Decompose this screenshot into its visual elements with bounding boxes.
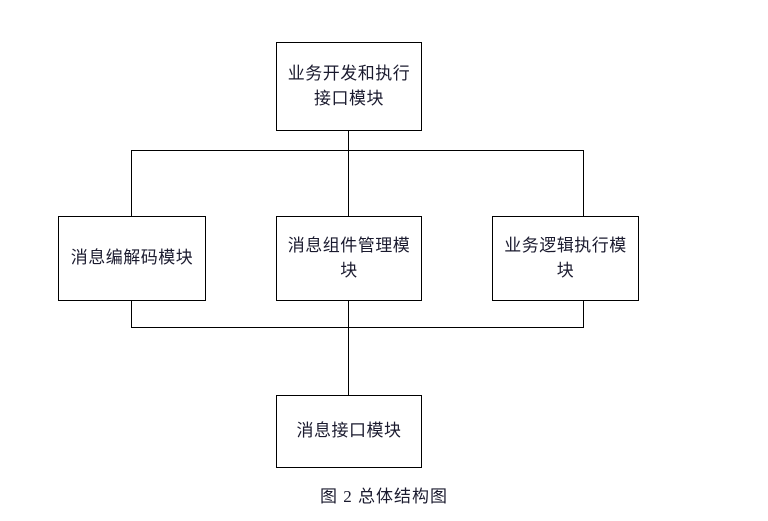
block-label: 消息编解码模块 (70, 248, 194, 268)
block-message-codec-module: 消息编解码模块 (58, 216, 206, 301)
block-business-logic-execution-module: 业务逻辑执行模块 (492, 216, 639, 301)
connector-upper-bus (131, 150, 584, 151)
connector-lower-bus (131, 327, 584, 328)
connector-upper-branch-middle (348, 150, 349, 217)
block-label: 消息组件管理模块 (287, 235, 411, 280)
block-label: 消息接口模块 (296, 421, 402, 441)
connector-lower-branch-left (131, 300, 132, 328)
connector-lower-branch-middle (348, 300, 349, 328)
connector-bottom-stem (348, 327, 349, 396)
figure-caption: 图 2 总体结构图 (320, 487, 448, 506)
connector-lower-branch-right (583, 300, 584, 328)
connector-top-stem (348, 131, 349, 151)
block-message-component-management-module: 消息组件管理模块 (276, 216, 422, 301)
connector-upper-branch-left (131, 150, 132, 217)
connector-upper-branch-right (583, 150, 584, 217)
block-label: 业务开发和执行接口模块 (287, 63, 411, 108)
block-message-interface-module: 消息接口模块 (276, 395, 422, 468)
block-business-dev-exec-interface-module: 业务开发和执行接口模块 (276, 42, 422, 131)
block-label: 业务逻辑执行模块 (504, 235, 627, 280)
